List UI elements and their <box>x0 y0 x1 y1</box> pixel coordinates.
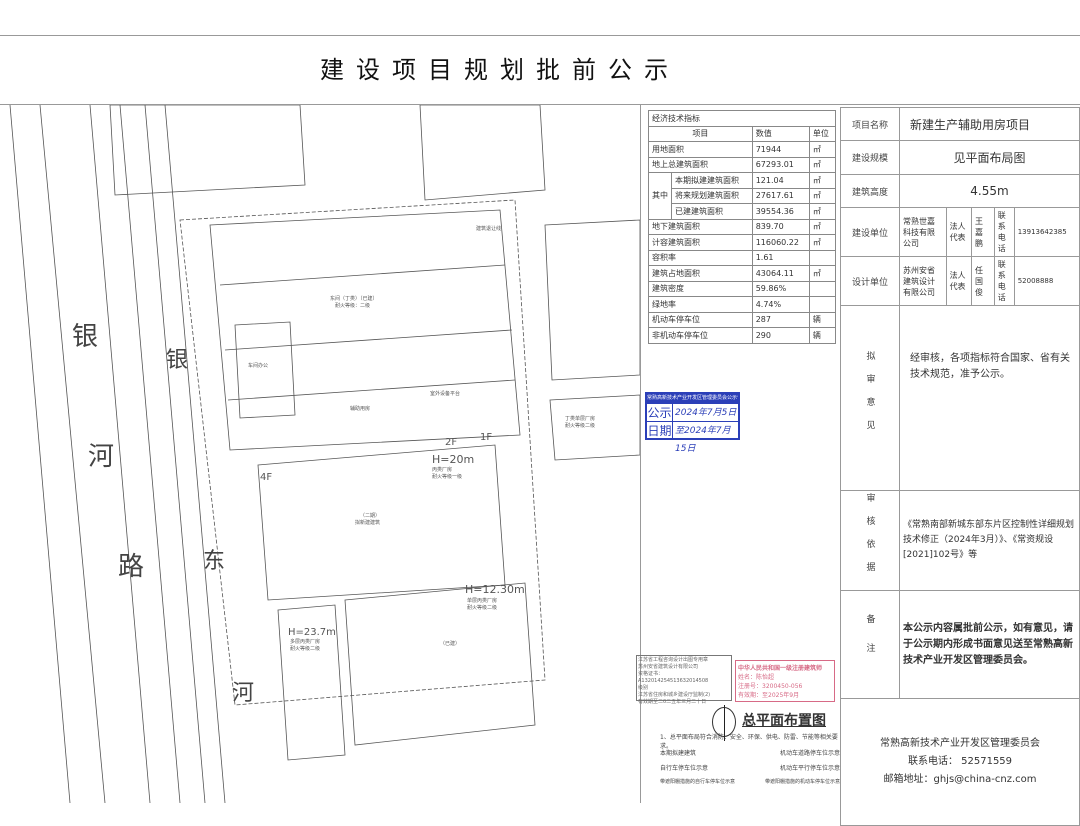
neighbor-plant <box>109 105 306 196</box>
building-label: 建筑退让线 <box>476 225 501 232</box>
building-label: 辅助用房 <box>350 405 370 412</box>
border-title-bottom <box>0 104 1080 105</box>
border-top <box>0 35 1080 36</box>
building-label: 耐火等级二级 <box>290 645 320 652</box>
building-label: （二期） <box>360 513 380 519</box>
plan-note: 1、总平面布局符合消防、安全、环保、供电、防雷、节能等相关要求。 <box>660 734 838 750</box>
footer-email: 邮箱地址：ghjs@china-cnz.com <box>883 774 1037 785</box>
building-height: H=23.7m <box>288 627 336 638</box>
building-height: 4.55m <box>899 174 1080 208</box>
building-phase2 <box>257 444 506 601</box>
building-label: 丁类单层厂房 <box>565 415 595 422</box>
project-scale: 见平面布局图 <box>899 140 1080 175</box>
building-label: 拟新建建筑 <box>355 519 380 526</box>
legend-item: 带遮阳棚措施的自行车停车位示意 <box>660 779 736 785</box>
review-opinion: 经审核，各项指标符合国家、省有关技术规范，准予公示。 <box>899 305 1080 491</box>
plan-title: 总平面布置图 <box>742 713 826 729</box>
canal-edge <box>144 105 206 803</box>
building-label: 东间（丁类）（已建） <box>330 295 378 302</box>
site-boundary <box>179 199 546 706</box>
legend-item: 本期拟建建筑 <box>660 750 697 757</box>
road-label: 银 <box>72 322 98 352</box>
table-title: 经济技术指标 <box>648 110 836 127</box>
floor-label: 1F <box>480 432 492 443</box>
review-basis: 《常熟南部新城东部东片区控制性详细规划技术修正（2024年3月）》、《常资规设[… <box>899 490 1080 591</box>
building-label: 多层丙类厂房 <box>290 638 320 645</box>
project-name: 新建生产辅助用房项目 <box>899 107 1080 141</box>
neighbor-plant <box>544 219 640 381</box>
neighbor-plant <box>419 105 546 201</box>
building-label: 单层丙类厂房 <box>467 597 497 604</box>
footer-phone: 联系电话： 52571559 <box>907 756 1013 767</box>
legend-item: 机动车平行停车位示意 <box>779 765 840 772</box>
building-label: （已建） <box>440 640 460 647</box>
building-label: 车间办公 <box>248 362 268 369</box>
road-label: 路 <box>118 552 144 582</box>
road-label: 河 <box>88 442 114 472</box>
legend-item: 带遮阳棚措施的机动车停车位示意 <box>764 779 840 785</box>
building-single-story <box>344 582 536 746</box>
road-edge <box>9 105 71 803</box>
floor-label: 4F <box>260 472 272 483</box>
building-height: H=20m <box>432 453 474 466</box>
building-label: 耐火等级一级 <box>432 473 462 480</box>
divider <box>640 105 641 803</box>
building-label: 耐火等级二级 <box>565 422 595 429</box>
building-multi-story <box>277 604 346 761</box>
remark: 本公示内容属批前公示，如有意见，请于公示期内形成书面意见送至常熟高新技术产业开发… <box>899 590 1080 699</box>
neighbor-plant <box>549 394 640 461</box>
road-edge <box>89 105 151 803</box>
canal-label: 东 <box>203 549 225 574</box>
footer-org: 常熟高新技术产业开发区管理委员会 <box>880 738 1040 749</box>
road-edge <box>119 105 181 803</box>
floor-label: 2F <box>445 437 457 448</box>
building-office <box>234 321 296 419</box>
page-title: 建设项目规划批前公示 <box>320 56 680 84</box>
building-label: 丙类厂房 <box>432 466 452 473</box>
building-existing-east <box>209 209 521 451</box>
canal-edge <box>164 105 226 803</box>
design-seal: 江苏省工程咨询设计出图专用章苏州安省建筑设计有限公司资格证书：A13201425… <box>636 655 732 705</box>
legend-item: 机动车道路停车位示意 <box>779 750 840 757</box>
building-height: H=12.30m <box>465 583 525 596</box>
building-label: 耐火等级：二级 <box>335 302 370 309</box>
building-label: 室外设备平台 <box>430 390 460 397</box>
building-label: 耐火等级二级 <box>467 604 497 611</box>
legend-item: 自行车停车位示意 <box>660 765 709 772</box>
canal-label: 银 <box>166 348 188 373</box>
site-plan-drawing: 银 河 路 银 东 河 东间（丁类）（已建） 耐火等级：二级 H=20m 丙类厂… <box>9 105 640 803</box>
canal-label: 河 <box>232 681 254 706</box>
legend: 本期拟建建筑 机动车道路停车位示意 自行车停车位示意 机动车平行停车位示意 带遮阳棚… <box>660 748 840 785</box>
north-arrow-icon <box>712 705 736 741</box>
road-edge <box>39 105 106 803</box>
